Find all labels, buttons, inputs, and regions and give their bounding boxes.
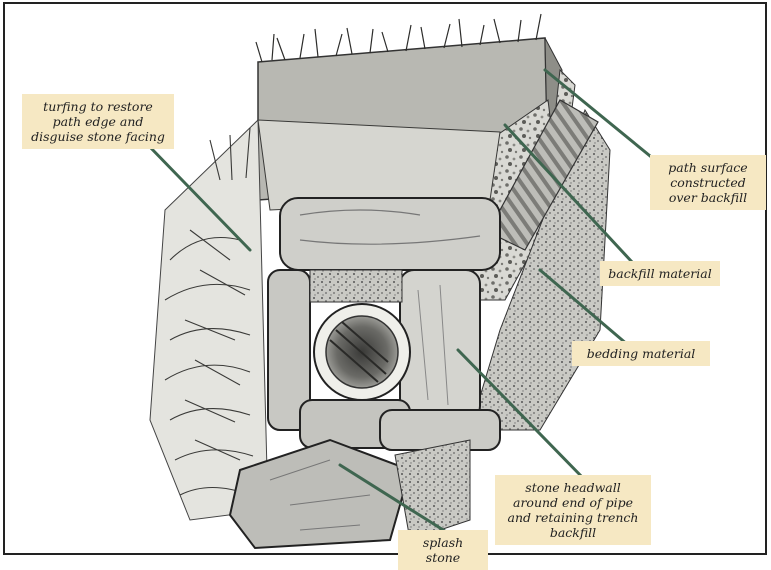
label-backfill-material: backfill material <box>600 261 720 286</box>
pipe-end-opening <box>314 304 410 400</box>
label-bedding-material: bedding material <box>572 341 710 366</box>
label-turfing: turfing to restore path edge and disguis… <box>22 94 174 149</box>
turfing-grass <box>150 120 276 520</box>
label-path-surface: path surface constructed over backfill <box>650 155 766 210</box>
turf-strip-right <box>258 120 500 210</box>
label-splash-stone: splash stone <box>398 530 488 570</box>
label-stone-headwall: stone headwall around end of pipe and re… <box>495 475 651 545</box>
